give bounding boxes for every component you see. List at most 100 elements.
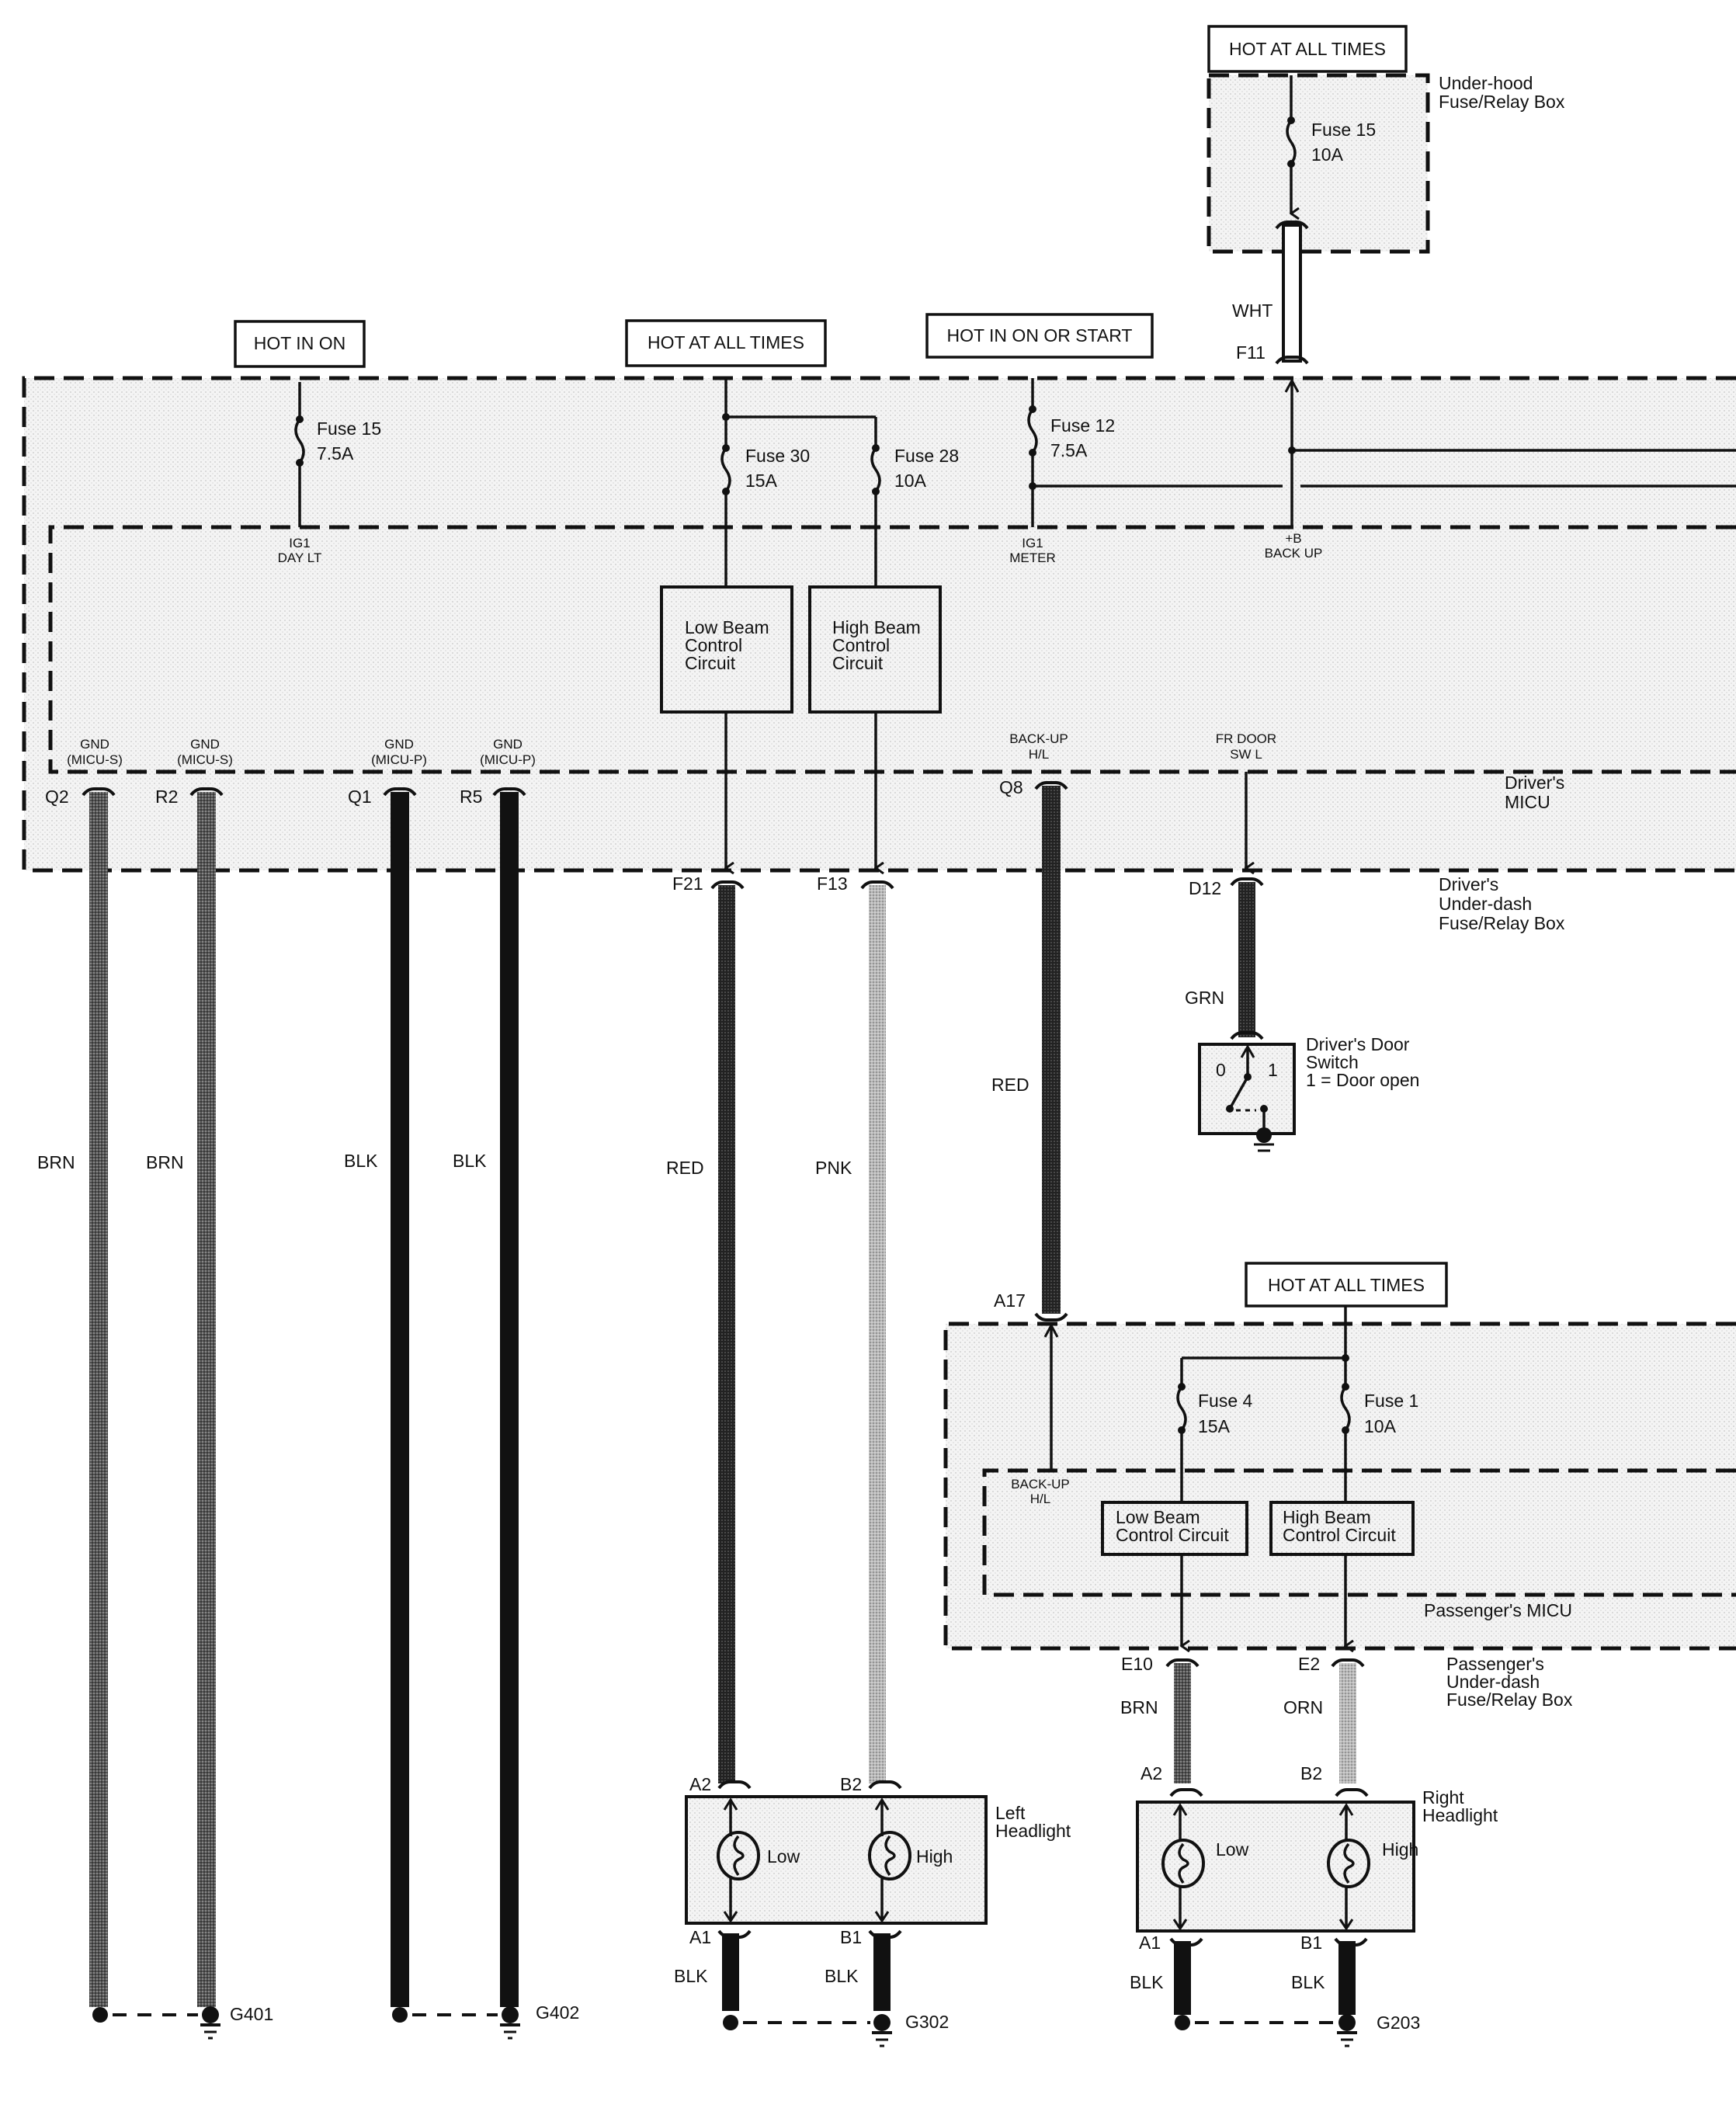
- fuse-icon: [1176, 1385, 1187, 1432]
- fuse-icon: [1286, 119, 1297, 165]
- wire-right-a1-blk: A1 BLK: [1130, 1933, 1203, 2015]
- svg-text:GND: GND: [190, 737, 220, 752]
- wire-r2-brn: R2 BRN: [146, 787, 224, 2007]
- svg-text:FR DOOR: FR DOOR: [1216, 731, 1276, 746]
- fuse-icon: [720, 446, 731, 493]
- svg-text:(MICU-S): (MICU-S): [67, 752, 123, 767]
- svg-text:HOT AT ALL TIMES: HOT AT ALL TIMES: [1229, 39, 1386, 59]
- wire-f11-wht: WHT F11: [1232, 221, 1309, 365]
- svg-text:PNK: PNK: [815, 1158, 852, 1178]
- svg-text:E2: E2: [1298, 1654, 1320, 1674]
- svg-text:D12: D12: [1189, 878, 1221, 898]
- svg-text:R2: R2: [155, 787, 178, 807]
- wire-q1-blk: Q1 BLK: [344, 787, 417, 2007]
- wire-q8-red: Q8 RED A17: [991, 777, 1068, 1321]
- svg-text:Fuse 15: Fuse 15: [1311, 120, 1376, 140]
- wire-r5-blk: R5 BLK: [453, 787, 526, 2007]
- passenger-micu-label: Passenger's MICU: [1424, 1600, 1572, 1620]
- svg-text:A17: A17: [994, 1290, 1026, 1311]
- svg-text:15A: 15A: [745, 471, 778, 491]
- svg-text:Fuse 28: Fuse 28: [894, 446, 959, 466]
- svg-text:RED: RED: [991, 1075, 1029, 1095]
- svg-text:Low: Low: [767, 1846, 800, 1867]
- gnd-terminal-labels: GND (MICU-S) GND (MICU-S) GND (MICU-P) G…: [67, 731, 1276, 767]
- ground-icon: [1254, 1143, 1274, 1152]
- svg-text:H/L: H/L: [1029, 747, 1049, 762]
- fuse-driver-12: Fuse 12 7.5A IG1 METER: [1009, 378, 1736, 565]
- svg-text:B2: B2: [1300, 1763, 1322, 1783]
- svg-text:RED: RED: [666, 1158, 704, 1178]
- svg-text:BRN: BRN: [146, 1152, 184, 1172]
- right-headlight: A2 B2 Right Headlight Low High: [1136, 1763, 1498, 1933]
- svg-text:7.5A: 7.5A: [317, 443, 354, 464]
- svg-text:F13: F13: [817, 873, 848, 894]
- svg-text:Circuit: Circuit: [832, 653, 884, 673]
- wire-d12-grn: D12 GRN: [1185, 772, 1264, 1040]
- svg-text:HOT AT ALL TIMES: HOT AT ALL TIMES: [648, 332, 804, 352]
- fuse-icon: [1340, 1385, 1351, 1432]
- underhood-label-2: Fuse/Relay Box: [1439, 92, 1565, 112]
- svg-text:10A: 10A: [894, 471, 927, 491]
- drivers-low-beam-control-circuit: Low Beam Control Circuit: [660, 585, 793, 868]
- svg-text:1: 1: [1268, 1060, 1278, 1080]
- ground-icon: [200, 2023, 220, 2040]
- fuse-icon: [294, 418, 305, 464]
- fuse-underhood-15: Fuse 15 10A: [1286, 75, 1376, 214]
- svg-text:HOT AT ALL TIMES: HOT AT ALL TIMES: [1268, 1275, 1425, 1295]
- svg-text:BLK: BLK: [453, 1151, 487, 1171]
- svg-text:BLK: BLK: [674, 1966, 708, 1986]
- svg-text:Right: Right: [1422, 1787, 1464, 1808]
- svg-text:R5: R5: [460, 787, 482, 807]
- svg-text:High: High: [1382, 1839, 1418, 1860]
- wire-e2-orn: E2 ORN: [1283, 1654, 1365, 1783]
- fuse-driver-15: Fuse 15 7.5A IG1 DAY LT: [278, 382, 381, 565]
- ground-g401: G401: [92, 2004, 273, 2040]
- svg-text:Control: Control: [685, 635, 742, 655]
- backup-feed: +B BACK UP: [1265, 377, 1736, 561]
- svg-text:G401: G401: [230, 2004, 273, 2024]
- svg-text:Circuit: Circuit: [685, 653, 736, 673]
- svg-text:Left: Left: [995, 1803, 1026, 1823]
- svg-text:BACK-UP: BACK-UP: [1009, 731, 1068, 746]
- left-headlight: A2 B2 Left Headlight Low High: [685, 1774, 1071, 1925]
- svg-text:E10: E10: [1121, 1654, 1153, 1674]
- drivers-underdash-label-3: Fuse/Relay Box: [1439, 913, 1565, 933]
- svg-text:IG1: IG1: [289, 536, 310, 550]
- passenger-underdash-fuse-box: Passenger's MICU Passenger's Under-dash …: [943, 1321, 1736, 1710]
- drivers-micu-label-1: Driver's: [1505, 773, 1564, 793]
- passenger-high-beam-control-circuit: High Beam Control Circuit: [1269, 1501, 1415, 1646]
- pass-backup-hl-feed: BACK-UP H/L: [1011, 1322, 1070, 1506]
- svg-text:Driver's Door: Driver's Door: [1306, 1034, 1410, 1054]
- svg-text:HOT IN ON OR START: HOT IN ON OR START: [947, 325, 1133, 346]
- high-beam-bulb-icon: [868, 1797, 911, 1923]
- svg-text:BLK: BLK: [825, 1966, 859, 1986]
- ground-g203: G203: [1175, 2012, 1420, 2047]
- svg-text:(MICU-P): (MICU-P): [480, 752, 536, 767]
- fuse-icon: [1027, 408, 1038, 454]
- svg-text:Control Circuit: Control Circuit: [1283, 1525, 1396, 1545]
- svg-text:1 = Door open: 1 = Door open: [1306, 1070, 1419, 1090]
- svg-text:H/L: H/L: [1030, 1492, 1050, 1506]
- high-beam-bulb-icon: [1327, 1803, 1370, 1931]
- ground-g302: G302: [723, 2012, 949, 2047]
- svg-text:B2: B2: [840, 1774, 862, 1794]
- svg-text:GND: GND: [493, 737, 523, 752]
- svg-text:+B: +B: [1285, 531, 1301, 546]
- low-beam-bulb-icon: [1161, 1803, 1205, 1931]
- svg-text:Low Beam: Low Beam: [685, 617, 769, 637]
- svg-text:BLK: BLK: [1291, 1972, 1325, 1992]
- svg-text:(MICU-P): (MICU-P): [371, 752, 427, 767]
- drivers-underdash-label-1: Driver's: [1439, 874, 1498, 894]
- underhood-fuse-relay-box: Under-hood Fuse/Relay Box: [1207, 73, 1565, 254]
- svg-text:BACK-UP: BACK-UP: [1011, 1477, 1070, 1492]
- svg-text:BACK UP: BACK UP: [1265, 546, 1323, 561]
- svg-text:IG1: IG1: [1022, 536, 1043, 550]
- svg-text:BRN: BRN: [1120, 1697, 1158, 1717]
- svg-text:15A: 15A: [1198, 1416, 1231, 1436]
- svg-text:BLK: BLK: [1130, 1972, 1164, 1992]
- svg-text:DAY LT: DAY LT: [278, 550, 322, 565]
- svg-text:METER: METER: [1009, 550, 1056, 565]
- fuse-pass-4-1: Fuse 4 15A Fuse 1 10A: [1176, 1306, 1418, 1502]
- underhood-label-1: Under-hood: [1439, 73, 1533, 93]
- svg-text:SW L: SW L: [1230, 747, 1262, 762]
